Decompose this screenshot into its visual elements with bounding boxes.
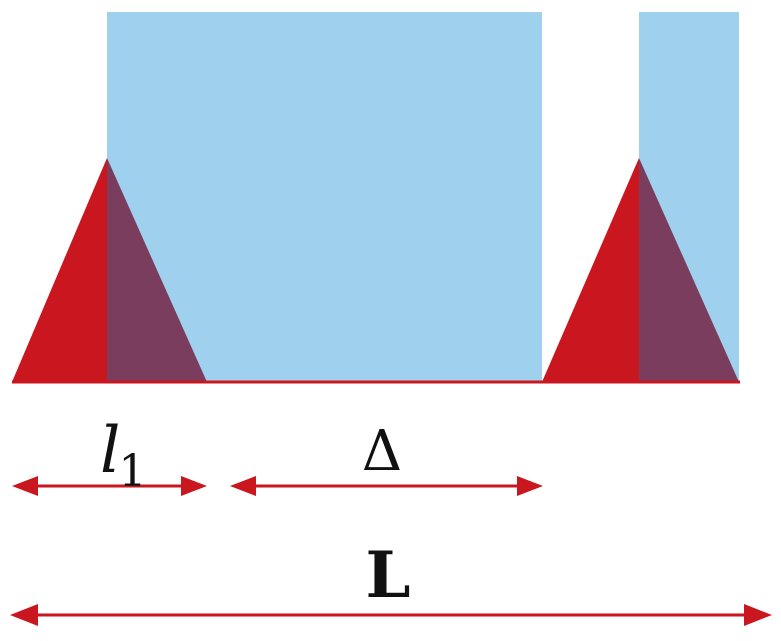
label-l1-subscript: 1 bbox=[118, 446, 146, 497]
L-dimension-arrow bbox=[10, 604, 772, 626]
purple-triangle-right bbox=[639, 158, 739, 382]
label-delta: Δ bbox=[362, 419, 402, 484]
purple-triangle-left bbox=[107, 158, 207, 382]
label-l1-base: l bbox=[100, 414, 120, 488]
red-triangle-right bbox=[542, 158, 639, 382]
label-L: L bbox=[366, 538, 411, 613]
blue-region-left bbox=[107, 12, 542, 382]
label-l1: l1 bbox=[100, 414, 146, 497]
l1-dimension-arrow bbox=[12, 476, 207, 496]
delta-dimension-arrow bbox=[230, 476, 543, 496]
red-triangle-left bbox=[12, 158, 107, 382]
